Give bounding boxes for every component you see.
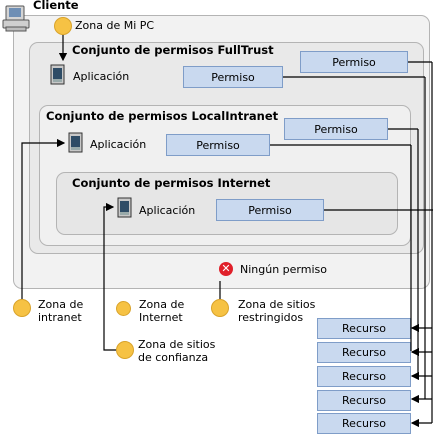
recurso-4: Recurso [317, 390, 411, 411]
zone-restringidos-icon [211, 299, 229, 317]
zone-internet-icon [116, 301, 131, 316]
zone-intranet-label: Zona de intranet [38, 298, 84, 324]
localintranet-app-icon [68, 132, 84, 154]
fulltrust-app-icon [50, 64, 66, 86]
zone-intranet-icon [13, 299, 31, 317]
fulltrust-permiso-2: Permiso [300, 51, 408, 73]
zone-mi-pc-label: Zona de Mi PC [75, 19, 155, 32]
localintranet-title: Conjunto de permisos LocalIntranet [46, 109, 279, 123]
localintranet-permiso-1: Permiso [166, 134, 270, 156]
recurso-2: Recurso [317, 342, 411, 363]
internet-app-label: Aplicación [139, 204, 196, 217]
recurso-1: Recurso [317, 318, 411, 339]
internet-app-icon [117, 197, 133, 219]
fulltrust-title: Conjunto de permisos FullTrust [72, 43, 274, 57]
zone-internet-label: Zona de Internet [139, 298, 185, 324]
fulltrust-permiso-1: Permiso [183, 66, 283, 88]
zone-mi-pc-icon [54, 17, 72, 35]
zone-restringidos-label: Zona de sitios restringidos [238, 298, 316, 324]
internet-title: Conjunto de permisos Internet [72, 176, 271, 190]
internet-permiso-1: Permiso [216, 199, 324, 221]
fulltrust-app-label: Aplicación [73, 70, 130, 83]
recurso-3: Recurso [317, 366, 411, 387]
localintranet-permiso-2: Permiso [284, 118, 388, 140]
computer-icon [2, 5, 32, 33]
zone-confianza-icon [116, 341, 134, 359]
client-title: Cliente [33, 0, 79, 12]
no-permission-label: Ningún permiso [240, 263, 327, 276]
zone-confianza-label: Zona de sitios de confianza [138, 338, 216, 364]
x-circle-icon: ✕ [219, 262, 233, 276]
localintranet-app-label: Aplicación [90, 138, 147, 151]
